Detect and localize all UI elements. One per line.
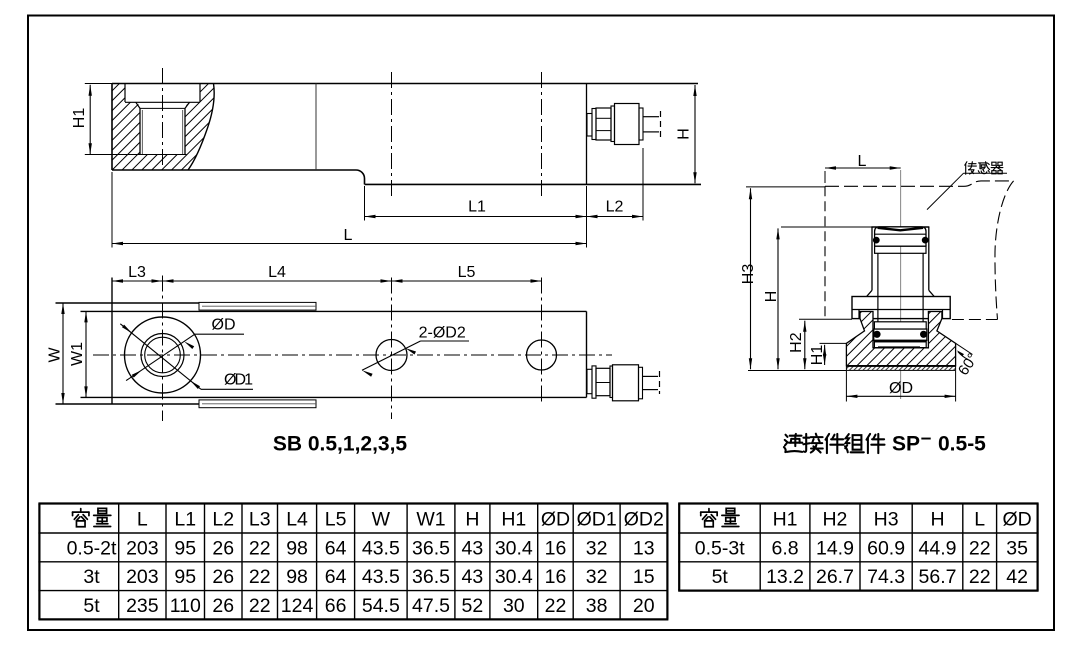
svg-text:5t: 5t <box>712 566 729 588</box>
svg-text:42: 42 <box>1006 566 1028 588</box>
svg-text:W1: W1 <box>416 508 445 530</box>
svg-text:H: H <box>930 508 944 530</box>
svg-text:35: 35 <box>1006 537 1028 559</box>
svg-text:L: L <box>344 227 353 244</box>
svg-text:16: 16 <box>545 566 567 588</box>
svg-text:98: 98 <box>286 566 308 588</box>
svg-text:–: – <box>921 428 932 449</box>
svg-text:H1: H1 <box>501 508 526 530</box>
svg-text:L2: L2 <box>212 508 234 530</box>
svg-text:30.4: 30.4 <box>495 537 533 559</box>
svg-text:H2: H2 <box>822 508 847 530</box>
svg-text:22: 22 <box>249 566 271 588</box>
svg-text:L4: L4 <box>268 264 286 281</box>
svg-text:ØD: ØD <box>212 317 236 334</box>
svg-text:95: 95 <box>174 566 196 588</box>
svg-text:H3: H3 <box>740 264 757 285</box>
svg-text:22: 22 <box>545 595 567 617</box>
svg-text:W1: W1 <box>69 342 86 366</box>
svg-text:32: 32 <box>586 537 608 559</box>
svg-text:L1: L1 <box>174 508 196 530</box>
svg-text:ØD: ØD <box>1002 508 1031 530</box>
svg-text:26: 26 <box>212 537 234 559</box>
svg-text:L1: L1 <box>468 199 486 216</box>
svg-text:26.7: 26.7 <box>816 566 854 588</box>
svg-text:H: H <box>676 128 693 140</box>
svg-text:74.3: 74.3 <box>867 566 905 588</box>
svg-text:W: W <box>372 508 391 530</box>
svg-text:H1: H1 <box>773 508 798 530</box>
svg-text:26: 26 <box>212 566 234 588</box>
svg-text:22: 22 <box>249 595 271 617</box>
svg-text:98: 98 <box>286 537 308 559</box>
svg-text:H3: H3 <box>874 508 899 530</box>
svg-text:36.5: 36.5 <box>412 566 450 588</box>
svg-text:ØD: ØD <box>889 380 913 397</box>
svg-text:3t: 3t <box>83 566 100 588</box>
svg-text:20: 20 <box>633 595 655 617</box>
svg-text:38: 38 <box>586 595 608 617</box>
svg-text:ØD1: ØD1 <box>577 508 617 530</box>
svg-text:SB 0.5,1,2,3,5: SB 0.5,1,2,3,5 <box>273 433 408 456</box>
svg-text:56.7: 56.7 <box>919 566 957 588</box>
svg-text:L3: L3 <box>249 508 271 530</box>
svg-text:L: L <box>974 508 985 530</box>
svg-text:L4: L4 <box>286 508 308 530</box>
svg-text:26: 26 <box>212 595 234 617</box>
svg-text:H1: H1 <box>71 108 88 129</box>
svg-text:H: H <box>763 291 780 303</box>
svg-text:L5: L5 <box>458 264 476 281</box>
svg-text:124: 124 <box>281 595 314 617</box>
svg-text:0.5-5: 0.5-5 <box>938 433 986 456</box>
svg-text:15: 15 <box>633 566 655 588</box>
svg-text:66: 66 <box>325 595 347 617</box>
svg-text:13.2: 13.2 <box>766 566 804 588</box>
svg-text:64: 64 <box>325 537 347 559</box>
svg-text:36.5: 36.5 <box>412 537 450 559</box>
svg-text:6.8: 6.8 <box>771 537 798 559</box>
svg-text:ØD2: ØD2 <box>624 508 664 530</box>
svg-text:SP: SP <box>892 433 920 456</box>
svg-text:16: 16 <box>545 537 567 559</box>
svg-text:0.5-2t: 0.5-2t <box>67 537 117 559</box>
svg-text:2-ØD2: 2-ØD2 <box>419 325 466 342</box>
svg-text:H1: H1 <box>809 345 826 366</box>
svg-text:22: 22 <box>249 537 271 559</box>
svg-text:L: L <box>137 508 148 530</box>
svg-text:95: 95 <box>174 537 196 559</box>
svg-text:52: 52 <box>462 595 484 617</box>
svg-text:30.4: 30.4 <box>495 566 533 588</box>
svg-text:22: 22 <box>969 537 991 559</box>
svg-text:L5: L5 <box>325 508 347 530</box>
svg-text:5t: 5t <box>83 595 100 617</box>
svg-text:W: W <box>47 347 64 363</box>
svg-text:43: 43 <box>462 537 484 559</box>
svg-text:L: L <box>858 153 867 170</box>
svg-text:0.5-3t: 0.5-3t <box>695 537 745 559</box>
svg-text:43.5: 43.5 <box>362 566 400 588</box>
svg-text:30: 30 <box>503 595 525 617</box>
svg-text:32: 32 <box>586 566 608 588</box>
svg-text:13: 13 <box>633 537 655 559</box>
svg-text:44.9: 44.9 <box>919 537 957 559</box>
svg-text:ØD1: ØD1 <box>224 372 253 389</box>
svg-text:ØD: ØD <box>541 508 570 530</box>
svg-text:203: 203 <box>126 537 159 559</box>
svg-text:110: 110 <box>170 595 201 617</box>
svg-text:43: 43 <box>462 566 484 588</box>
svg-text:54.5: 54.5 <box>362 595 400 617</box>
svg-text:47.5: 47.5 <box>412 595 450 617</box>
svg-text:H: H <box>465 508 479 530</box>
svg-text:43.5: 43.5 <box>362 537 400 559</box>
svg-text:L2: L2 <box>606 199 624 216</box>
svg-text:60.9: 60.9 <box>867 537 905 559</box>
svg-text:203: 203 <box>126 566 159 588</box>
svg-text:235: 235 <box>126 595 159 617</box>
svg-text:64: 64 <box>325 566 347 588</box>
svg-text:22: 22 <box>969 566 991 588</box>
svg-text:14.9: 14.9 <box>816 537 854 559</box>
svg-text:L3: L3 <box>128 264 146 281</box>
svg-text:H2: H2 <box>788 332 805 353</box>
